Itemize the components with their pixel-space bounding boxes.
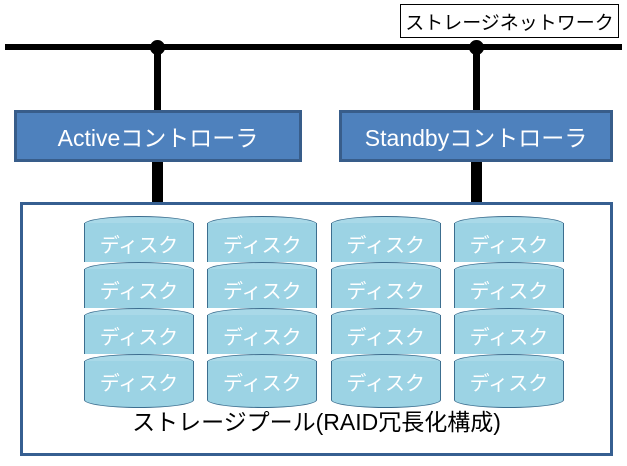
disk-label: ディスク bbox=[99, 327, 179, 349]
disk-body bbox=[453, 315, 564, 354]
disk-body bbox=[84, 223, 194, 262]
disk-cylinder[interactable]: ディスク bbox=[84, 262, 194, 308]
disk-body bbox=[453, 223, 564, 262]
disk-label: ディスク bbox=[99, 281, 179, 303]
disk-cylinder[interactable]: ディスク bbox=[330, 354, 441, 408]
disk-label: ディスク bbox=[99, 235, 179, 257]
disk-body bbox=[330, 361, 441, 400]
disk-column: ディスク ディスク ディスク ディスク bbox=[84, 216, 194, 408]
disk-column: ディスク ディスク ディスク ディスク bbox=[330, 216, 441, 408]
disk-cylinder[interactable]: ディスク bbox=[84, 354, 194, 408]
disk-cylinder[interactable]: ディスク bbox=[207, 308, 318, 354]
disk-body bbox=[84, 315, 194, 354]
storage-pool-caption: ストレージプール(RAID冗長化構成) bbox=[132, 409, 501, 435]
disk-cylinder[interactable]: ディスク bbox=[207, 262, 318, 308]
disk-cylinder[interactable]: ディスク bbox=[207, 354, 318, 408]
disk-label: ディスク bbox=[346, 327, 425, 349]
disk-label: ディスク bbox=[223, 281, 302, 303]
disk-cylinder[interactable]: ディスク bbox=[84, 308, 194, 354]
connector-active-controller-to-pool bbox=[152, 160, 163, 204]
disk-label: ディスク bbox=[223, 327, 302, 349]
disk-label: ディスク bbox=[99, 373, 179, 395]
disk-body bbox=[207, 223, 318, 262]
active-controller-box[interactable]: Activeコントローラ bbox=[14, 110, 302, 162]
disk-label: ディスク bbox=[346, 235, 425, 257]
disk-label: ディスク bbox=[346, 281, 425, 303]
disk-label: ディスク bbox=[346, 373, 425, 395]
disk-body bbox=[207, 269, 318, 308]
disk-cylinder[interactable]: ディスク bbox=[453, 354, 564, 408]
connector-bus-to-active-controller bbox=[154, 47, 161, 111]
disk-label: ディスク bbox=[223, 373, 302, 395]
disk-body bbox=[84, 269, 194, 308]
disk-body bbox=[330, 315, 441, 354]
disk-cylinder[interactable]: ディスク bbox=[453, 308, 564, 354]
storage-network-label: ストレージネットワーク bbox=[400, 4, 619, 38]
disk-stack-group: ディスク ディスク ディスク ディスク bbox=[84, 216, 564, 408]
disk-label: ディスク bbox=[469, 281, 549, 303]
disk-label: ディスク bbox=[469, 327, 549, 349]
disk-label: ディスク bbox=[469, 235, 549, 257]
disk-body bbox=[453, 361, 564, 400]
disk-body bbox=[453, 269, 564, 308]
disk-cylinder[interactable]: ディスク bbox=[453, 262, 564, 308]
disk-cylinder[interactable]: ディスク bbox=[207, 216, 318, 262]
disk-cylinder[interactable]: ディスク bbox=[84, 216, 194, 262]
disk-cylinder[interactable]: ディスク bbox=[330, 216, 441, 262]
disk-body bbox=[207, 361, 318, 400]
connector-bus-to-standby-controller bbox=[473, 47, 480, 111]
disk-body bbox=[330, 223, 441, 262]
connector-standby-controller-to-pool bbox=[471, 160, 482, 204]
disk-label: ディスク bbox=[223, 235, 302, 257]
storage-network-label-text: ストレージネットワーク bbox=[405, 12, 614, 34]
disk-cylinder[interactable]: ディスク bbox=[330, 262, 441, 308]
disk-body bbox=[84, 361, 194, 400]
disk-cylinder[interactable]: ディスク bbox=[330, 308, 441, 354]
network-bus-line bbox=[5, 44, 622, 50]
disk-cylinder[interactable]: ディスク bbox=[453, 216, 564, 262]
disk-body bbox=[207, 315, 318, 354]
active-controller-label: Activeコントローラ bbox=[57, 125, 259, 151]
disk-label: ディスク bbox=[469, 373, 549, 395]
disk-column: ディスク ディスク ディスク ディスク bbox=[453, 216, 564, 408]
standby-controller-label: Standbyコントローラ bbox=[364, 125, 588, 151]
disk-column: ディスク ディスク ディスク ディスク bbox=[207, 216, 318, 408]
disk-body bbox=[330, 269, 441, 308]
standby-controller-box[interactable]: Standbyコントローラ bbox=[339, 110, 613, 162]
